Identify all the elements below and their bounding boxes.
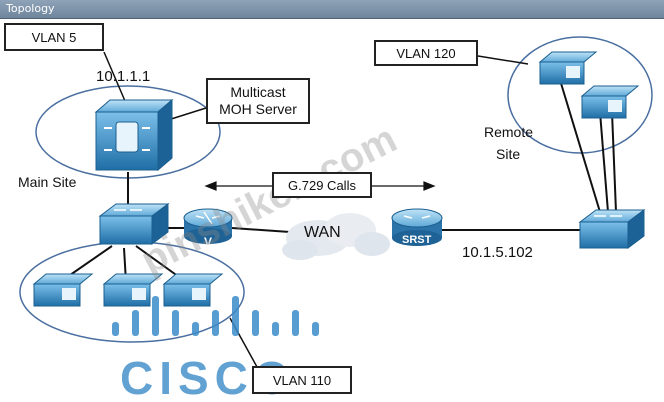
cisco-logo-bars xyxy=(112,296,319,336)
main-phone-3-icon xyxy=(162,273,224,307)
srst-label: SRST xyxy=(402,234,432,246)
window-title: Topology xyxy=(6,2,55,15)
main-phone-1-icon xyxy=(32,273,94,307)
moh-pointer xyxy=(167,107,207,121)
main-switch-icon xyxy=(98,203,170,245)
vlan110-text: VLAN 110 xyxy=(272,372,332,388)
main-phone-2-icon xyxy=(102,273,164,307)
vlan120-pointer xyxy=(477,55,529,65)
watermark-text: pinshiken.com xyxy=(134,117,404,283)
vlan110-label: VLAN 110 xyxy=(252,366,352,394)
remote-site-label-1: Remote xyxy=(484,124,534,140)
g729-label: G.729 Calls xyxy=(272,172,372,198)
remote-phone-1-icon xyxy=(538,51,598,85)
srst-router-icon xyxy=(391,208,443,246)
g729-text: G.729 Calls xyxy=(288,177,356,193)
remote-site-ellipse xyxy=(507,36,653,154)
svg-text:V: V xyxy=(204,235,212,249)
voice-router-icon: V xyxy=(183,208,233,249)
wan-cloud-icon xyxy=(282,213,390,260)
moh-line1: Multicast xyxy=(230,84,286,100)
remote-router-ip: 10.1.5.102 xyxy=(462,244,533,261)
vlan5-label: VLAN 5 xyxy=(4,23,104,51)
vlan5-text: VLAN 5 xyxy=(31,29,77,45)
vlan5-pointer xyxy=(103,51,129,109)
vlan120-label: VLAN 120 xyxy=(374,40,478,66)
remote-switch-icon xyxy=(578,209,646,249)
window-titlebar: Topology xyxy=(0,0,664,19)
remote-site-label-2: Site xyxy=(496,146,521,162)
moh-server-icon xyxy=(94,98,174,172)
moh-server-label: Multicast MOH Server xyxy=(206,78,310,124)
main-site-ip: 10.1.1.1 xyxy=(96,68,151,85)
remote-phone-2-icon xyxy=(580,85,640,119)
wan-label: WAN xyxy=(304,224,341,241)
main-site-label: Main Site xyxy=(18,174,77,190)
vlan120-text: VLAN 120 xyxy=(396,45,456,61)
moh-line2: MOH Server xyxy=(219,101,297,117)
